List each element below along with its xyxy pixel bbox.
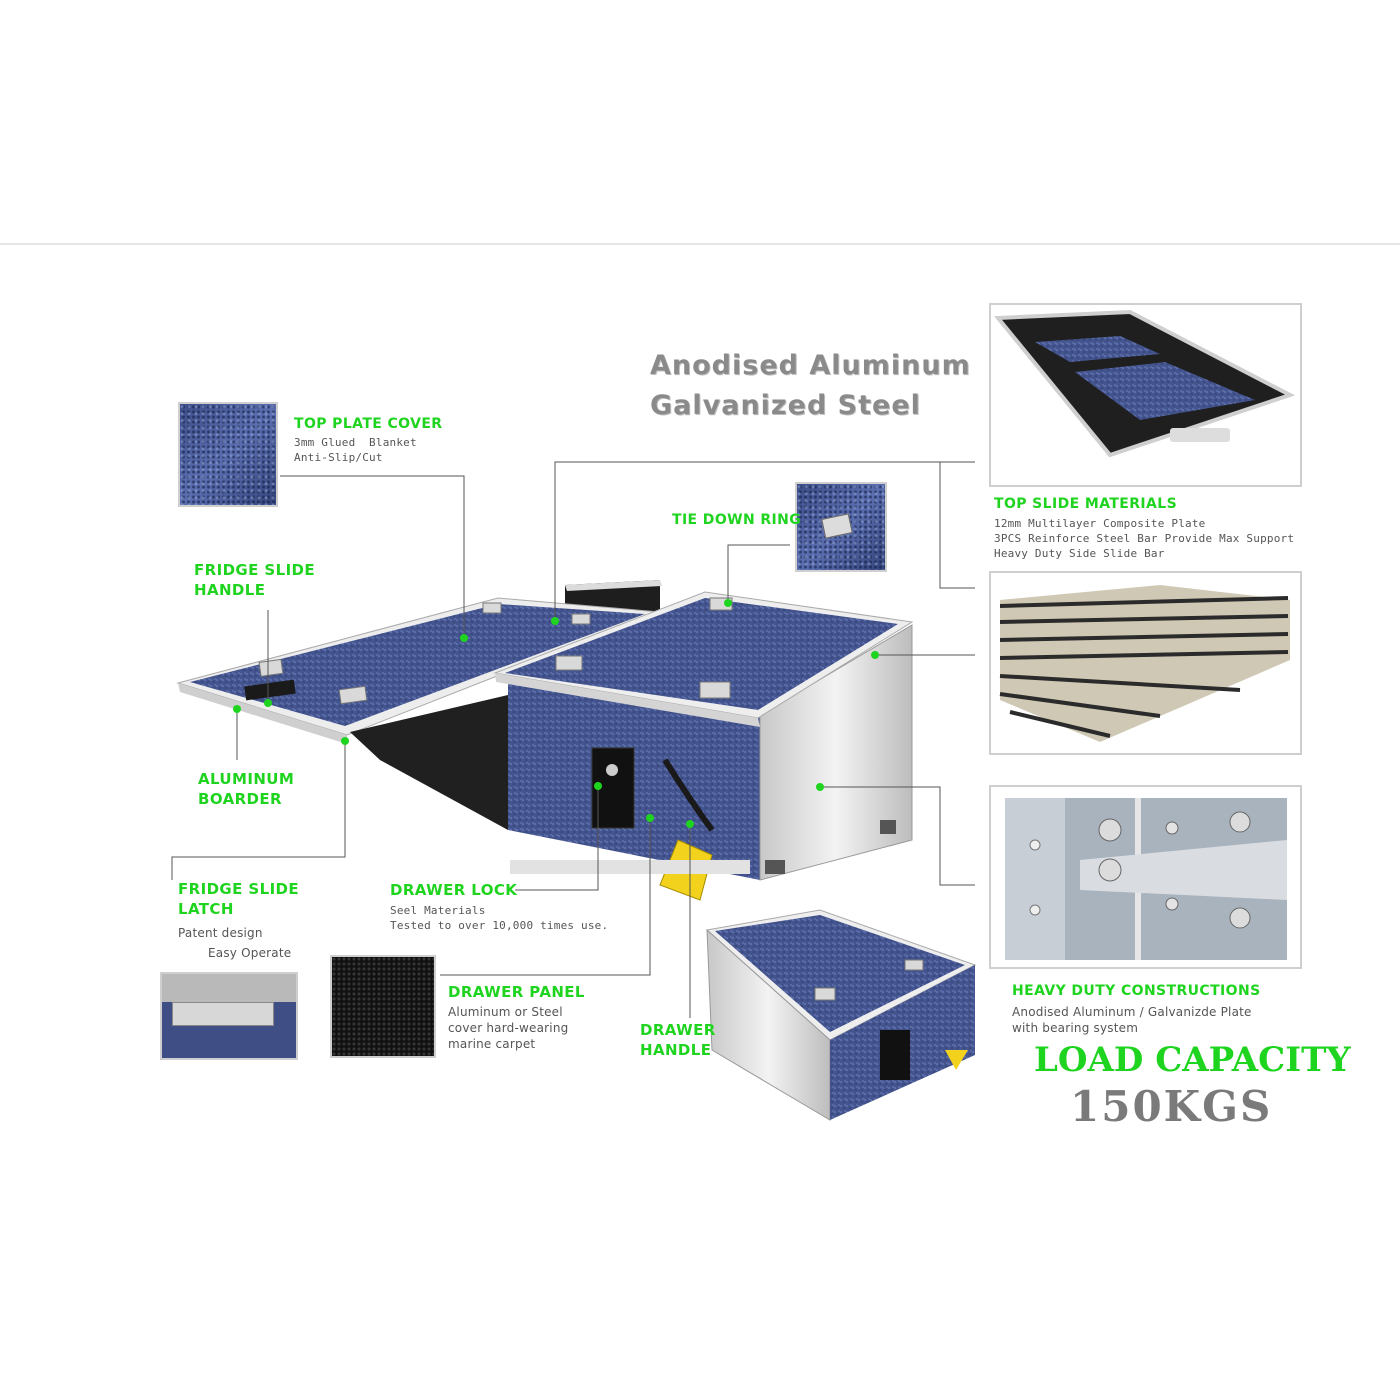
top-plate-cover-title: TOP PLATE COVER (294, 416, 443, 432)
drawer-handle-title-2: HANDLE (640, 1041, 712, 1059)
load-capacity-label: LOAD CAPACITY (1034, 1040, 1351, 1080)
composite-plate-stack-thumbnail (989, 571, 1302, 755)
tie-down-ring-title: TIE DOWN RING (672, 512, 802, 528)
latch-bolt-icon (172, 1002, 274, 1026)
heavy-duty-constructions-title: HEAVY DUTY CONSTRUCTIONS (1012, 983, 1261, 999)
heavy-duty-hardware-thumbnail (989, 785, 1302, 969)
material-title-line-1: Anodised Aluminum (650, 350, 971, 381)
heavy-duty-constructions-desc: Anodised Aluminum / Galvanizde Plate wit… (1012, 1005, 1252, 1035)
top-slide-materials-desc: 12mm Multilayer Composite Plate 3PCS Rei… (994, 517, 1295, 560)
top-divider-line (0, 243, 1400, 245)
fridge-slide-latch-desc-2: Easy Operate (208, 946, 292, 960)
drawer-lock-desc: Seel Materials Tested to over 10,000 tim… (390, 904, 609, 932)
fridge-slide-handle-title-2: HANDLE (194, 581, 266, 599)
aluminum-boarder-title-1: ALUMINUM (198, 770, 295, 788)
callout-dots (233, 599, 879, 828)
drawer-handle-title-1: DRAWER (640, 1021, 716, 1039)
fridge-slide-latch-title-1: FRIDGE SLIDE (178, 880, 300, 898)
drawer-panel-title: DRAWER PANEL (448, 983, 585, 1001)
drawer-panel-desc: Aluminum or Steel cover hard-wearing mar… (448, 1005, 569, 1051)
fridge-slide-latch-thumbnail (160, 972, 298, 1060)
load-capacity-value: 150KGS (1070, 1082, 1273, 1131)
drawer-panel-thumbnail (330, 955, 436, 1058)
material-title-line-2: Galvanized Steel (650, 390, 921, 421)
main-drawer-box (350, 591, 914, 901)
top-slide-frame-thumbnail (989, 303, 1302, 487)
drawer-lock-title: DRAWER LOCK (390, 881, 518, 899)
aluminum-boarder-title-2: BOARDER (198, 790, 282, 808)
top-plate-cover-desc: 3mm Glued Blanket Anti-Slip/Cut (294, 436, 417, 464)
fridge-slide-handle-title-1: FRIDGE SLIDE (194, 561, 316, 579)
fridge-slide-latch-desc-1: Patent design (178, 926, 263, 940)
top-plate-carpet-thumbnail (178, 402, 278, 507)
secondary-drawer-unit (705, 909, 977, 1121)
tie-down-ring-thumbnail (795, 482, 887, 572)
fridge-slide-latch-title-2: LATCH (178, 900, 234, 918)
fridge-slide-plate (176, 597, 661, 744)
top-slide-materials-title: TOP SLIDE MATERIALS (994, 496, 1178, 512)
callout-leader-lines (171, 461, 975, 1018)
